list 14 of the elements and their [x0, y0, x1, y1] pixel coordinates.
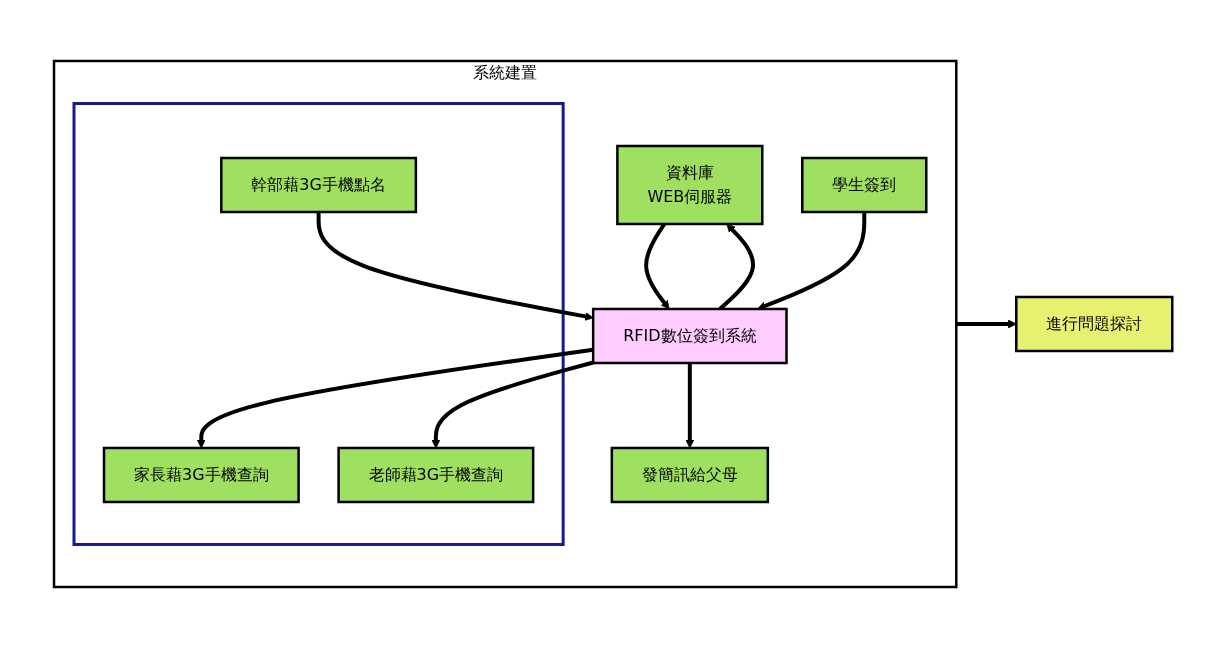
- node-box: 老師藉3G手機查詢: [337, 446, 535, 503]
- node-box: 家長藉3G手機查詢: [102, 446, 300, 503]
- arrow: [196, 347, 594, 448]
- arrow: [685, 362, 695, 448]
- node-box: 資料庫 WEB伺服器: [616, 144, 764, 225]
- node-box: 幹部藉3G手機點名: [219, 156, 417, 213]
- node-box: 學生簽到: [800, 156, 928, 213]
- node-box: 發簡訊給父母: [610, 446, 769, 503]
- cluster: [72, 101, 565, 546]
- node-box: RFID數位簽到系統: [591, 307, 788, 364]
- arrow: [956, 319, 1017, 328]
- arrow: [316, 211, 594, 321]
- node-box: 進行問題探討: [1014, 295, 1174, 352]
- arrow: [431, 360, 594, 448]
